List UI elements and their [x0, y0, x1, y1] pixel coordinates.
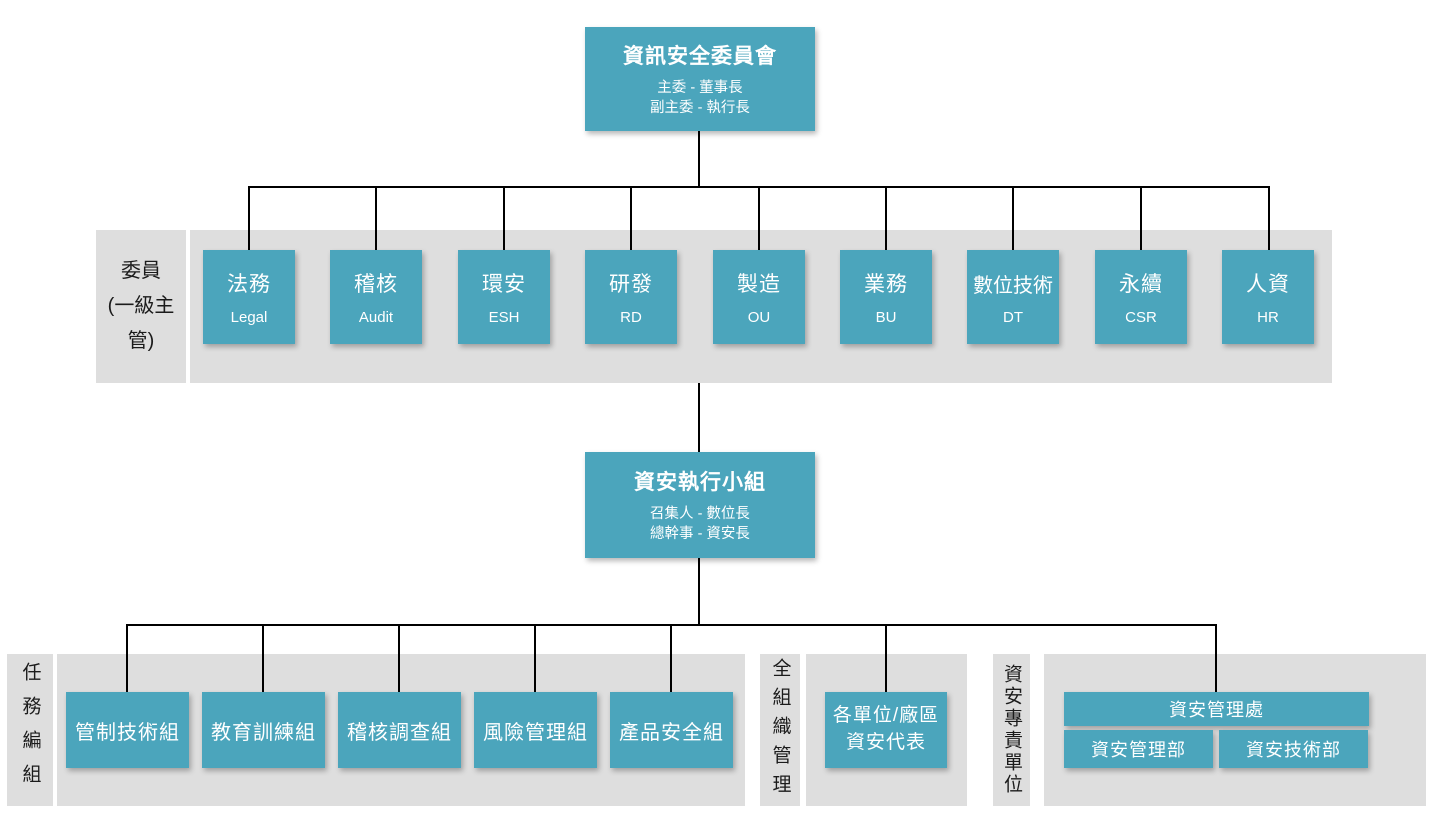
security-reps-line1: 各單位/廠區: [832, 705, 940, 727]
connector-committee-stem: [698, 131, 700, 188]
member-box-rd: 研發 RD: [585, 250, 677, 344]
connector-drop-division: [1215, 624, 1217, 692]
dedicated-band-label-text: 資安專責單位: [1001, 664, 1022, 796]
connector-drop-csr: [1140, 186, 1142, 252]
security-tech-dept-label: 資安技術部: [1246, 740, 1341, 760]
exec-team-box: 資安執行小組 召集人 - 數位長 總幹事 - 資安長: [585, 452, 815, 558]
committee-vice-chair: 副主委 - 執行長: [650, 99, 750, 116]
security-division-label: 資安管理處: [1169, 700, 1264, 720]
member-zh: 稽核: [354, 273, 398, 296]
exec-team-convener: 召集人 - 數位長: [650, 505, 750, 522]
member-box-csr: 永續 CSR: [1095, 250, 1187, 344]
connector-drop-group2: [262, 624, 264, 692]
task-band-label: 任務編組: [7, 654, 53, 806]
member-en: DT: [1003, 308, 1023, 326]
task-group-box-2: 教育訓練組: [202, 692, 325, 768]
security-reps-box: 各單位/廠區 資安代表: [825, 692, 947, 768]
connector-exec-stem: [698, 558, 700, 626]
member-en: OU: [747, 309, 771, 326]
member-zh: 業務: [864, 273, 908, 296]
security-tech-dept-box: 資安技術部: [1219, 730, 1368, 768]
committee-title: 資訊安全委員會: [623, 44, 777, 68]
committee-chair: 主委 - 董事長: [657, 79, 743, 96]
member-zh: 製造: [737, 273, 781, 296]
member-box-dt: 數位技術 DT: [967, 250, 1059, 344]
member-box-esh: 環安 ESH: [458, 250, 550, 344]
security-mgmt-dept-box: 資安管理部: [1064, 730, 1213, 768]
connector-drop-dt: [1012, 186, 1014, 252]
task-group-label: 稽核調查組: [347, 721, 452, 744]
connector-drop-group3: [398, 624, 400, 692]
orgwide-band-label-text: 全組織管理: [769, 657, 791, 803]
task-group-label: 管制技術組: [75, 721, 180, 744]
connector-drop-group1: [126, 624, 128, 692]
security-division-box: 資安管理處: [1064, 692, 1369, 726]
member-en: ESH: [488, 309, 520, 326]
member-zh: 數位技術: [973, 274, 1053, 297]
member-box-audit: 稽核 Audit: [330, 250, 422, 344]
committee-box: 資訊安全委員會 主委 - 董事長 副主委 - 執行長: [585, 27, 815, 131]
member-en: Legal: [230, 309, 268, 326]
member-zh: 環安: [482, 273, 526, 296]
connector-drop-group4: [534, 624, 536, 692]
member-en: CSR: [1125, 309, 1157, 326]
member-box-legal: 法務 Legal: [203, 250, 295, 344]
member-box-hr: 人資 HR: [1222, 250, 1314, 344]
member-box-ou: 製造 OU: [713, 250, 805, 344]
members-band-label-line2: (一級主管): [107, 295, 175, 352]
orgwide-band-label: 全組織管理: [760, 654, 800, 806]
connector-drop-reps: [885, 624, 887, 692]
task-group-label: 教育訓練組: [211, 721, 316, 744]
security-reps-line2: 資安代表: [845, 732, 926, 753]
dedicated-band-label: 資安專責單位: [993, 654, 1030, 806]
member-zh: 人資: [1246, 273, 1290, 296]
connector-drop-legal: [248, 186, 250, 252]
connector-band-to-exec: [698, 383, 700, 452]
connector-drop-rd: [630, 186, 632, 252]
members-band-label: 委員 (一級主管): [96, 230, 186, 383]
task-group-box-5: 產品安全組: [610, 692, 733, 768]
member-en: RD: [620, 309, 642, 326]
task-group-box-1: 管制技術組: [66, 692, 189, 768]
connector-drop-hr: [1268, 186, 1270, 252]
task-group-label: 風險管理組: [483, 721, 588, 744]
connector-drop-audit: [375, 186, 377, 252]
member-en: Audit: [358, 309, 394, 326]
task-group-box-3: 稽核調查組: [338, 692, 461, 768]
exec-team-secretary: 總幹事 - 資安長: [650, 525, 750, 542]
task-group-label: 產品安全組: [619, 721, 724, 744]
member-en: BU: [875, 309, 897, 326]
member-box-bu: 業務 BU: [840, 250, 932, 344]
connector-drop-group5: [670, 624, 672, 692]
task-band-label-text: 任務編組: [19, 662, 41, 798]
member-zh: 研發: [609, 273, 653, 296]
member-en: HR: [1257, 309, 1279, 326]
member-zh: 法務: [227, 273, 271, 296]
connector-drop-ou: [758, 186, 760, 252]
connector-drop-bu: [885, 186, 887, 252]
members-band-label-line1: 委員: [121, 260, 161, 282]
task-group-box-4: 風險管理組: [474, 692, 597, 768]
member-zh: 永續: [1119, 273, 1163, 296]
connector-drop-esh: [503, 186, 505, 252]
exec-team-title: 資安執行小組: [634, 470, 766, 494]
security-mgmt-dept-label: 資安管理部: [1091, 740, 1186, 760]
